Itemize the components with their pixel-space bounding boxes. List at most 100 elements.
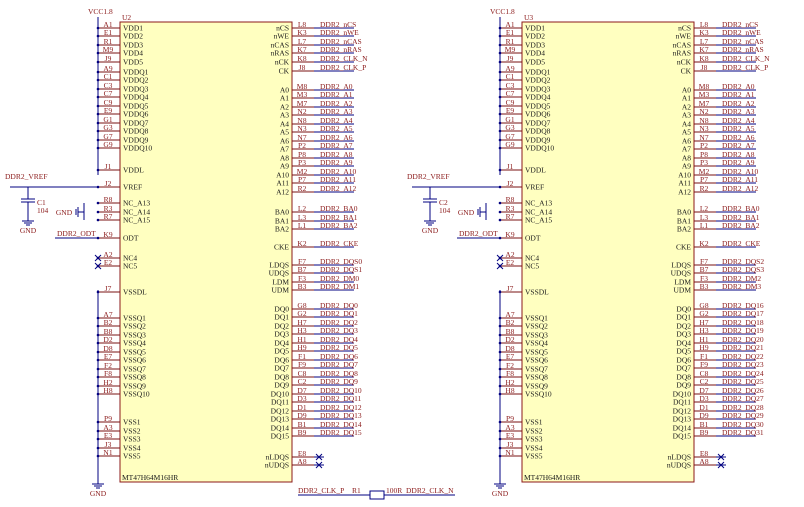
pin-number: D2 [505, 335, 514, 344]
pin-name: VDDQ7 [525, 119, 551, 128]
pin-name: VSSQ8 [123, 373, 146, 382]
pin-name: NC_A13 [123, 199, 150, 208]
pin-number: B1 [298, 420, 307, 429]
net-label: DDR2_DQ1 [320, 309, 358, 318]
pin-number: N1 [103, 448, 112, 457]
chip-body [521, 21, 695, 483]
net-label: DDR2_nCS [320, 20, 356, 29]
net-label: DDR2_A11 [722, 175, 758, 184]
pin-name: VSSQ2 [123, 322, 146, 331]
pin-name: VDD3 [525, 41, 545, 50]
gnd-symbol: GND [492, 478, 509, 498]
pin-number: E3 [104, 431, 113, 440]
net-label: DDR2_nRAS [320, 45, 362, 54]
pin-name: A6 [682, 137, 691, 146]
net-label: DDR2_DQ11 [320, 394, 362, 403]
pin-name: A3 [682, 111, 691, 120]
pin-name: DQ9 [274, 381, 289, 390]
pin-name: DQ7 [274, 364, 289, 373]
pin-number: A8 [297, 457, 306, 466]
junction-dot [498, 437, 502, 441]
pin-number: B7 [700, 265, 709, 274]
pin-number: A9 [505, 64, 514, 73]
pin-number: R3 [506, 204, 515, 213]
junction-dot [498, 316, 502, 320]
pin-number: B3 [700, 282, 709, 291]
pin-name: A0 [682, 86, 691, 95]
pin-number: F9 [298, 360, 306, 369]
pin-name: DQ1 [676, 313, 691, 322]
pin-number: E8 [298, 449, 307, 458]
pin-name: VDD2 [123, 32, 143, 41]
pin-number: C2 [298, 377, 307, 386]
junction-dot [498, 78, 502, 82]
pin-name: VDDQ3 [525, 85, 551, 94]
net-label: DDR2_DQ13 [320, 411, 362, 420]
junction-dot [96, 264, 100, 268]
pin-name: DQ8 [274, 373, 289, 382]
junction-dot [96, 70, 100, 74]
pin-number: M2 [297, 167, 308, 176]
gnd-symbol: GND [20, 215, 37, 235]
net-label: DDR2_DQ3 [320, 326, 358, 335]
net-label: DDR2_BA2 [722, 221, 760, 230]
pin-name: A10 [276, 171, 289, 180]
pin-name: DQ7 [676, 364, 691, 373]
pin-number: E3 [506, 431, 515, 440]
junction-dot [96, 384, 100, 388]
net-label: DDR2_A3 [722, 107, 755, 116]
junction-dot [96, 210, 100, 214]
pin-number: G9 [505, 140, 514, 149]
pin-name: A3 [280, 111, 289, 120]
net-label: DDR2_A7 [722, 141, 755, 150]
pin-number: R1 [506, 37, 515, 46]
pin-number: L3 [298, 213, 307, 222]
pin-name: DQ10 [673, 390, 692, 399]
pin-number: P7 [298, 175, 306, 184]
junction-dot [96, 104, 100, 108]
net-label: DDR2_CLK_P [722, 63, 768, 72]
pin-name: VDDQ2 [123, 76, 149, 85]
pin-name: NC5 [123, 262, 137, 271]
junction-dot [498, 358, 502, 362]
net-label: DDR2_DQ30 [722, 420, 764, 429]
net-label: DDR2_DQS3 [722, 265, 764, 274]
net-label: DDR2_DQ26 [722, 386, 764, 395]
pin-name: VREF [525, 183, 544, 192]
pin-name: A4 [682, 120, 691, 129]
junction-dot [96, 34, 100, 38]
pin-number: K3 [699, 28, 708, 37]
pin-number: L1 [298, 221, 307, 230]
junction-dot [96, 290, 100, 294]
pin-number: M7 [297, 99, 308, 108]
pin-number: E1 [506, 28, 515, 37]
gnd-label: GND [20, 226, 37, 235]
pin-number: A2 [505, 250, 514, 259]
resistor-ref: R1 [352, 486, 361, 495]
junction-dot [96, 341, 100, 345]
vcc-label: VCC1.8 [490, 7, 515, 16]
pin-name: DQ8 [676, 373, 691, 382]
